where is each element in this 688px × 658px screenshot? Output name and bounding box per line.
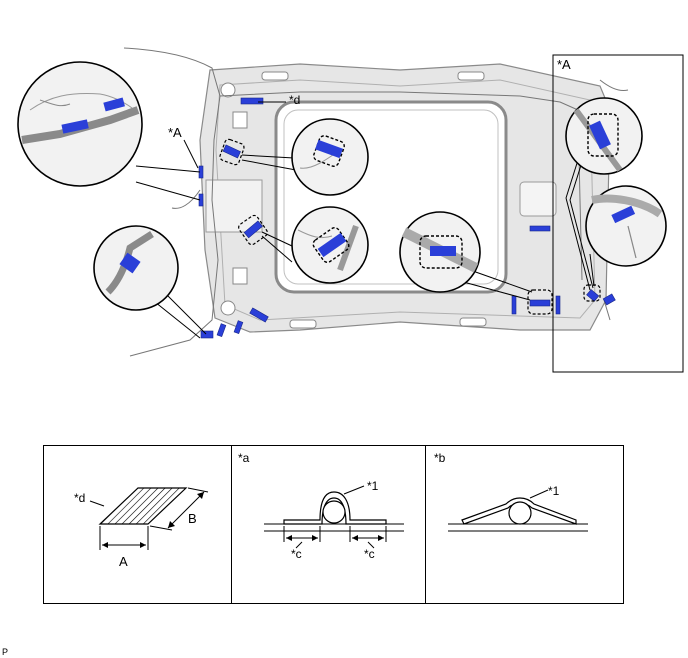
tape-d (240, 97, 264, 105)
panel-a-label-1: *1 (367, 479, 379, 493)
zoom-circle-left-bottom (93, 225, 179, 311)
tape-mark (315, 139, 343, 159)
tape-mark (200, 330, 214, 339)
assist-grip (457, 71, 485, 81)
detail-A-frame (552, 54, 684, 373)
tape-mark (249, 307, 269, 323)
tape-dimension-illustration (89, 487, 209, 550)
tape-mark (611, 205, 636, 224)
tape-mark (529, 225, 551, 232)
wire-harness (123, 47, 629, 357)
tape-mark (589, 120, 611, 150)
zoom-circle-mid-bottom (291, 206, 369, 284)
tape-mark (119, 252, 141, 274)
tape-mark (317, 232, 347, 258)
dimension-B-label: B (188, 511, 197, 526)
zoom-circle-right-bottom (585, 185, 667, 267)
tape-mark (586, 289, 600, 302)
panel-a-label-c-left: *c (291, 547, 302, 561)
panel-b-title: *b (434, 451, 446, 465)
headliner-diagram (17, 47, 684, 373)
tape-mark (243, 220, 263, 239)
tape-mark (216, 323, 227, 338)
figure-code: P (2, 647, 9, 657)
zoom-circle-mid-top (291, 118, 369, 196)
tape-mark (430, 246, 456, 256)
tape-mark (233, 320, 244, 335)
sun-visor-clip (232, 267, 248, 285)
tape-markers (198, 97, 616, 339)
label-d: *d (289, 93, 301, 107)
legend-label-d: *d (74, 491, 86, 505)
headliner-cutout (205, 179, 263, 233)
panel-b-label-1: *1 (548, 484, 560, 498)
zoom-circle-top-left (17, 61, 143, 187)
sun-visor-clip (232, 111, 248, 129)
tape-wrap-method-b (448, 489, 588, 532)
tape-mark (61, 119, 89, 134)
tape-mark (602, 293, 616, 306)
panel-a-title: *a (238, 451, 250, 465)
label-A-right: *A (557, 57, 571, 72)
dimension-A-label: A (119, 554, 128, 569)
tape-mark (529, 299, 551, 307)
tape-mark (103, 97, 125, 112)
tape-mark (222, 144, 241, 159)
zoom-circle-right-top (565, 97, 643, 175)
panel-a-label-c-right: *c (364, 547, 375, 561)
zoom-circle-right-center (399, 211, 481, 293)
tape-mark (555, 295, 561, 315)
legend-table (43, 445, 624, 604)
legend-divider (231, 445, 232, 604)
assist-grip (289, 319, 317, 329)
tape-mark (511, 295, 517, 315)
label-A-left: *A (168, 125, 182, 140)
tape-wrap-method-a (264, 485, 404, 549)
assist-grip (261, 71, 289, 81)
assist-grip (459, 317, 487, 327)
legend-divider (425, 445, 426, 604)
